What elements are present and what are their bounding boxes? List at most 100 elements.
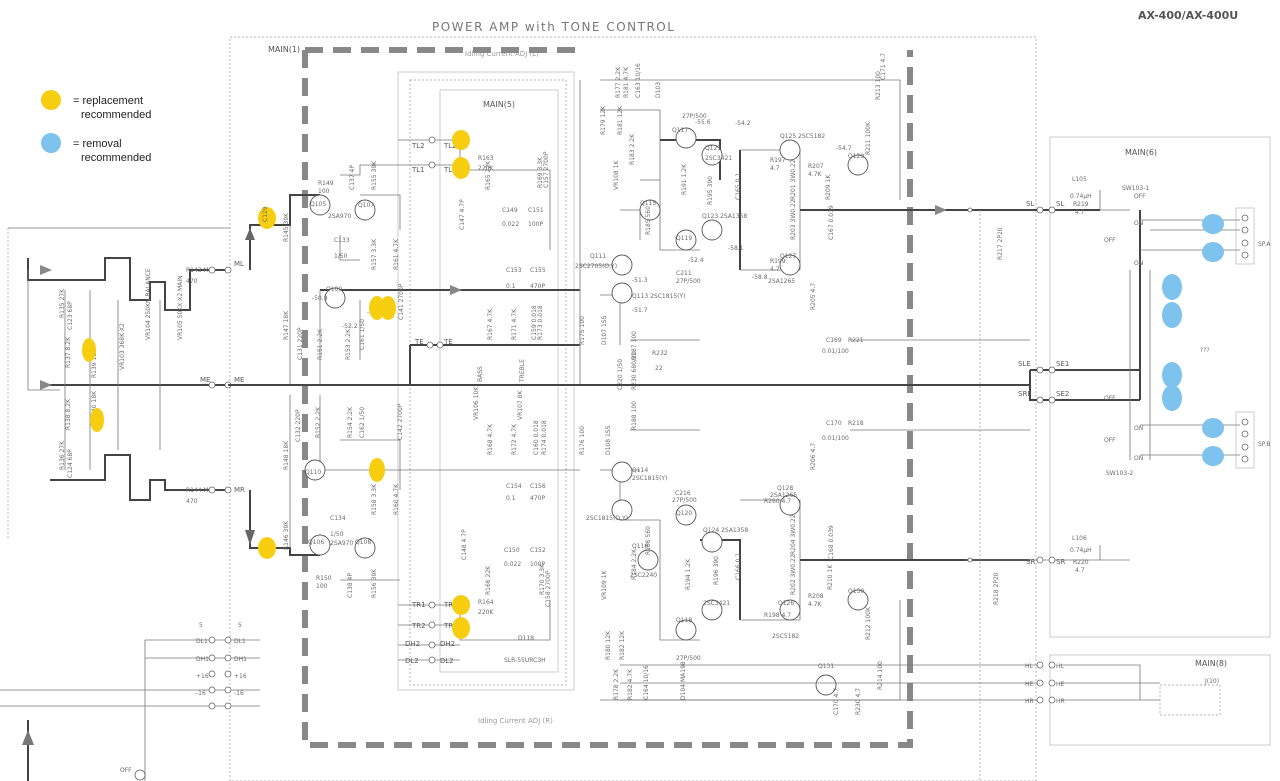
svg-text:R221: R221: [848, 337, 864, 344]
legend-removal-line1: = removal: [73, 138, 122, 150]
svg-text:2SC2240: 2SC2240: [630, 572, 657, 579]
svg-text:SE2: SE2: [1056, 390, 1069, 398]
power-rail-section: 5 5 DL1 DL1 DH1 DH1 +16 +16 -16 -16 OFF: [0, 622, 260, 781]
svg-text:Q113 2SC1815(Y): Q113 2SC1815(Y): [632, 293, 686, 300]
svg-text:0.022: 0.022: [504, 561, 521, 568]
svg-text:470P: 470P: [530, 283, 545, 290]
svg-text:SW103-1: SW103-1: [1122, 185, 1149, 192]
svg-text:4.7: 4.7: [770, 165, 780, 172]
svg-text:SP.A: SP.A: [1258, 241, 1271, 248]
svg-text:R174 0.018: R174 0.018: [541, 420, 548, 455]
svg-text:C147 4.7P: C147 4.7P: [459, 199, 466, 230]
svg-text:27P/500: 27P/500: [682, 113, 707, 120]
blue-marker-2: [1202, 242, 1224, 262]
legend: = replacement recommended = removal reco…: [41, 90, 151, 164]
svg-text:MR: MR: [234, 486, 245, 494]
svg-text:C165 0.1: C165 0.1: [735, 173, 742, 200]
svg-text:C142 2700P: C142 2700P: [397, 403, 404, 440]
svg-text:2SC2705(O,Y): 2SC2705(O,Y): [575, 263, 617, 270]
svg-text:R135 27K: R135 27K: [59, 288, 66, 318]
svg-text:-52.4: -52.4: [688, 257, 704, 264]
svg-text:C141 2700P: C141 2700P: [398, 283, 405, 320]
svg-text:27P/500: 27P/500: [676, 278, 701, 285]
svg-text:2SC1815(O,Y): 2SC1815(O,Y): [586, 515, 628, 522]
svg-text:+16: +16: [196, 673, 209, 680]
svg-text:R186 560: R186 560: [645, 526, 652, 555]
svg-text:R182 12K: R182 12K: [619, 630, 626, 660]
svg-text:0.022: 0.022: [502, 221, 519, 228]
svg-text:C151: C151: [528, 207, 544, 214]
signal-arrows: [22, 205, 947, 745]
svg-text:R168 4.7K: R168 4.7K: [487, 423, 494, 455]
svg-text:TR2: TR2: [411, 622, 426, 630]
svg-text:Q110: Q110: [305, 469, 321, 476]
legend-replacement-line2: recommended: [81, 109, 151, 121]
svg-text:D118: D118: [518, 635, 534, 642]
svg-text:Q108: Q108: [355, 539, 371, 546]
main6-board-outline: [1049, 136, 1271, 638]
svg-text:Q109: Q109: [326, 286, 342, 293]
svg-text:VR106 10K: VR106 10K: [473, 386, 480, 420]
c149-replacement-marker: [452, 130, 470, 150]
svg-text:ON: ON: [1134, 220, 1143, 227]
svg-text:C171 4.7: C171 4.7: [880, 53, 887, 80]
svg-text:DH1: DH1: [234, 656, 247, 663]
idle-adj-right-label: Idling Current ADJ (R): [478, 717, 553, 725]
blue-marker-3: [1162, 274, 1182, 300]
svg-text:L105: L105: [1072, 176, 1087, 183]
svg-text:R187 100: R187 100: [631, 331, 638, 360]
svg-text:-50.9: -50.9: [312, 295, 328, 302]
svg-text:R218: R218: [848, 420, 864, 427]
c141-replacement-marker: [380, 296, 396, 320]
svg-text:R194 1.2K: R194 1.2K: [685, 558, 692, 590]
svg-text:-16: -16: [196, 690, 206, 697]
svg-text:TL2: TL2: [443, 142, 457, 150]
svg-text:HR: HR: [1025, 698, 1034, 705]
svg-text:R143 ML: R143 ML: [186, 267, 213, 274]
svg-text:VR103 368K X2: VR103 368K X2: [119, 323, 126, 370]
main1-label: MAIN(1): [268, 45, 300, 54]
svg-text:D108 1SS: D108 1SS: [605, 425, 612, 455]
input-nodes: [208, 266, 232, 494]
svg-text:R212 100K: R212 100K: [865, 606, 872, 640]
svg-text:2SA1265: 2SA1265: [768, 278, 795, 285]
svg-text:DL1: DL1: [234, 638, 246, 645]
main5-label: MAIN(5): [483, 100, 515, 109]
svg-text:BASS: BASS: [477, 366, 484, 382]
right-output-stage: Q114 2SC1815(Y) 2SC1815(O,Y) Q116 2SC224…: [579, 401, 1030, 715]
svg-text:Q121: Q121: [705, 145, 721, 152]
blue-marker-1: [1202, 214, 1224, 234]
svg-text:-55.6: -55.6: [695, 119, 711, 126]
blue-marker-5: [1162, 362, 1182, 388]
svg-text:220K: 220K: [478, 609, 494, 616]
svg-text:VR108 1K: VR108 1K: [613, 160, 620, 190]
svg-text:R184 2.2K: R184 2.2K: [631, 548, 638, 580]
svg-text:TR2: TR2: [443, 622, 458, 630]
svg-text:470P: 470P: [530, 495, 545, 502]
svg-text:OFF: OFF: [1104, 395, 1116, 402]
ground-bus-outline: [302, 50, 913, 748]
blue-marker-7: [1202, 418, 1224, 438]
svg-text:C162 1/50: C162 1/50: [359, 407, 366, 438]
svg-text:Q127: Q127: [780, 253, 796, 260]
svg-text:27P/500: 27P/500: [676, 655, 701, 662]
svg-text:C149: C149: [502, 207, 518, 214]
main1-board-outline: [229, 36, 1037, 781]
svg-text:Q107: Q107: [358, 202, 374, 209]
svg-text:22: 22: [655, 365, 663, 372]
svg-text:R214 100: R214 100: [877, 661, 884, 690]
svg-text:R217 2P20: R217 2P20: [997, 227, 1004, 260]
main8-label: MAIN(8): [1195, 659, 1227, 668]
blue-marker-4: [1162, 302, 1182, 328]
svg-text:-16: -16: [234, 690, 244, 697]
svg-text:ML: ML: [234, 260, 244, 268]
svg-text:2SC3421: 2SC3421: [703, 600, 730, 607]
svg-text:C123 68P: C123 68P: [67, 301, 74, 330]
svg-text:R158 3.3K: R158 3.3K: [371, 483, 378, 515]
svg-text:C154: C154: [506, 483, 522, 490]
svg-text:1/50: 1/50: [334, 253, 348, 260]
c139-replacement-marker: [369, 296, 385, 320]
svg-text:C153: C153: [506, 267, 522, 274]
svg-text:R198 4.7: R198 4.7: [764, 612, 791, 619]
svg-text:R196 390: R196 390: [713, 556, 720, 585]
